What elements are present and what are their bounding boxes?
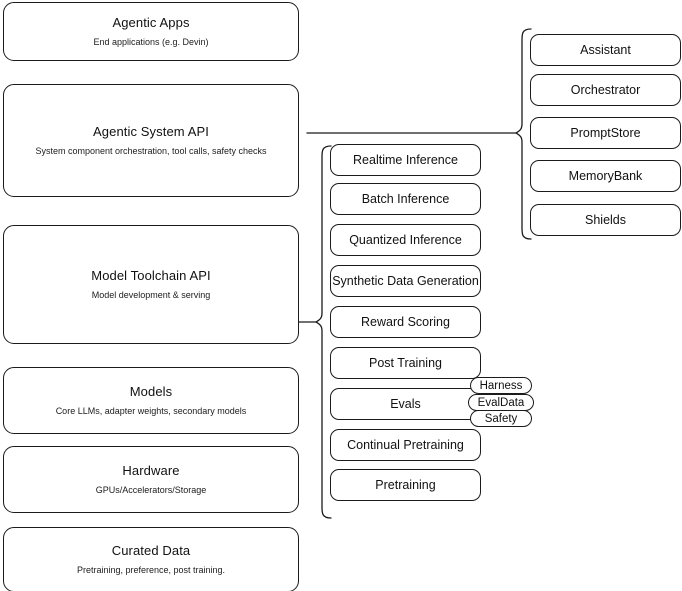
layer-card-models[interactable]: Models Core LLMs, adapter weights, secon… [3, 367, 299, 434]
layer-subtitle: GPUs/Accelerators/Storage [95, 485, 207, 495]
item-label: Realtime Inference [353, 153, 458, 167]
system-components-brace [515, 28, 532, 240]
system-item-shields[interactable]: Shields [530, 204, 681, 236]
toolchain-item-realtime-inference[interactable]: Realtime Inference [330, 144, 481, 176]
toolchain-item-evals[interactable]: Evals [330, 388, 481, 420]
item-label: Reward Scoring [361, 315, 450, 329]
pill-label: Safety [484, 412, 518, 425]
item-label: Assistant [580, 43, 631, 57]
evals-subcomponent-evaldata[interactable]: EvalData [468, 394, 534, 411]
item-label: MemoryBank [568, 169, 643, 183]
toolchain-item-reward-scoring[interactable]: Reward Scoring [330, 306, 481, 338]
toolchain-item-continual-pretraining[interactable]: Continual Pretraining [330, 429, 481, 461]
layer-card-model-toolchain-api[interactable]: Model Toolchain API Model development & … [3, 225, 299, 344]
layer-card-agentic-system-api[interactable]: Agentic System API System component orch… [3, 84, 299, 197]
item-label: Batch Inference [361, 192, 450, 206]
layer-card-curated-data[interactable]: Curated Data Pretraining, preference, po… [3, 527, 299, 591]
toolchain-item-synthetic-data-generation[interactable]: Synthetic Data Generation [330, 265, 481, 297]
item-label: Synthetic Data Generation [332, 274, 479, 288]
item-label: Evals [390, 397, 421, 411]
item-label: Pretraining [375, 478, 436, 492]
layer-title: Models [129, 384, 173, 399]
item-label: Orchestrator [570, 83, 641, 97]
layer-subtitle: Pretraining, preference, post training. [76, 565, 226, 575]
toolchain-item-pretraining[interactable]: Pretraining [330, 469, 481, 501]
pill-label: EvalData [477, 396, 525, 409]
system-item-assistant[interactable]: Assistant [530, 34, 681, 66]
item-label: PromptStore [570, 126, 641, 140]
layer-card-agentic-apps[interactable]: Agentic Apps End applications (e.g. Devi… [3, 2, 299, 61]
layer-subtitle: Model development & serving [91, 290, 211, 300]
layer-title: Curated Data [111, 543, 191, 558]
evals-subcomponent-safety[interactable]: Safety [470, 410, 532, 427]
item-label: Post Training [369, 356, 442, 370]
layer-subtitle: Core LLMs, adapter weights, secondary mo… [55, 406, 247, 416]
layer-title: Hardware [122, 463, 180, 478]
toolchain-components-brace [315, 145, 332, 519]
item-label: Continual Pretraining [347, 438, 464, 452]
layer-title: Agentic Apps [112, 15, 190, 30]
layer-subtitle: End applications (e.g. Devin) [93, 37, 209, 47]
system-item-memorybank[interactable]: MemoryBank [530, 160, 681, 192]
item-label: Shields [585, 213, 626, 227]
layer-card-hardware[interactable]: Hardware GPUs/Accelerators/Storage [3, 446, 299, 513]
pill-label: Harness [479, 379, 523, 392]
system-item-promptstore[interactable]: PromptStore [530, 117, 681, 149]
layer-subtitle: System component orchestration, tool cal… [35, 146, 267, 156]
layer-title: Agentic System API [93, 124, 209, 139]
layer-title: Model Toolchain API [91, 268, 211, 283]
system-item-orchestrator[interactable]: Orchestrator [530, 74, 681, 106]
item-label: Quantized Inference [349, 233, 462, 247]
toolchain-item-post-training[interactable]: Post Training [330, 347, 481, 379]
evals-subcomponent-harness[interactable]: Harness [470, 377, 532, 394]
toolchain-item-batch-inference[interactable]: Batch Inference [330, 183, 481, 215]
toolchain-item-quantized-inference[interactable]: Quantized Inference [330, 224, 481, 256]
